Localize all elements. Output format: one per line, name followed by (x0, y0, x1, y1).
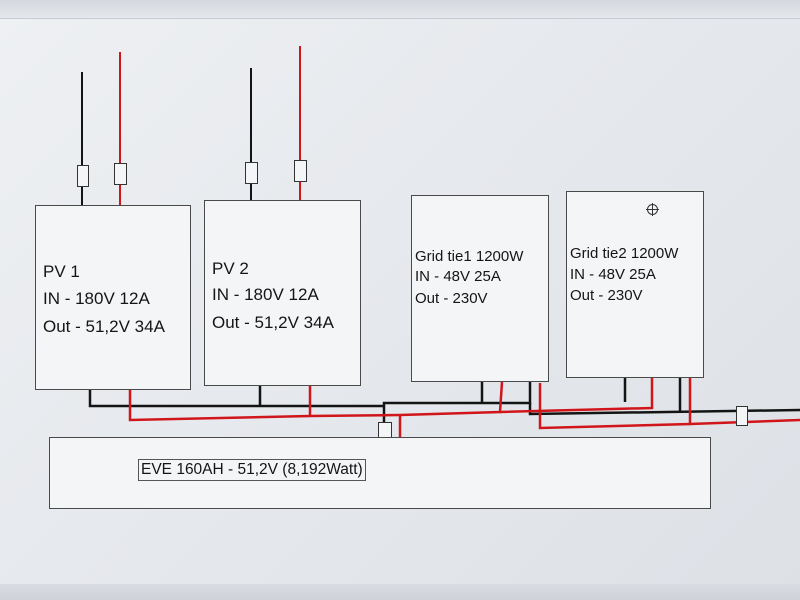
pv2-title: PV 2 (212, 259, 249, 278)
gridtie2-inverter-box[interactable]: Grid tie2 1200W IN - 48V 25A Out - 230V (566, 191, 704, 378)
gridtie2-input-spec: IN - 48V 25A (570, 266, 656, 283)
gridtie2-output-spec: Out - 230V (570, 287, 643, 304)
battery-label[interactable]: EVE 160AH - 51,2V (8,192Watt) (138, 459, 366, 481)
gridtie1-input-spec: IN - 48V 25A (415, 268, 501, 285)
gridtie2-negative-wire (528, 403, 800, 416)
pv2-controller-box[interactable]: PV 2 IN - 180V 12A Out - 51,2V 34A (204, 200, 361, 386)
pv1-positive-fuse (114, 163, 127, 185)
window-bottom-edge (0, 584, 800, 600)
pv2-positive-fuse (294, 160, 307, 182)
pv1-input-spec: IN - 180V 12A (43, 289, 150, 308)
gridtie1-title: Grid tie1 1200W (415, 248, 524, 265)
pv1-output-spec: Out - 51,2V 34A (43, 317, 165, 336)
battery-box[interactable]: EVE 160AH - 51,2V (8,192Watt) (49, 437, 711, 509)
window-top-bar (0, 0, 800, 19)
gridtie2-positive-out (538, 376, 692, 430)
positive-bus-wire (309, 381, 504, 418)
pv1-negative-fuse (77, 165, 89, 187)
pv1-positive-output-wire (128, 390, 311, 422)
pv2-negative-fuse (245, 162, 258, 184)
gridtie2-title: Grid tie2 1200W (570, 245, 679, 262)
output-fuse (736, 406, 748, 426)
gridtie1-positive-wire (499, 378, 654, 414)
negative-bus-wire (382, 382, 532, 406)
pv2-input-spec: IN - 180V 12A (212, 285, 319, 304)
gridtie1-inverter-box[interactable]: Grid tie1 1200W IN - 48V 25A Out - 230V (411, 195, 549, 382)
pv1-title: PV 1 (43, 262, 80, 281)
pv1-negative-output-wire (88, 388, 384, 408)
gridtie1-output-spec: Out - 230V (415, 290, 488, 307)
crosshair-icon (646, 203, 659, 216)
pv2-output-spec: Out - 51,2V 34A (212, 313, 334, 332)
pv1-controller-box[interactable]: PV 1 IN - 180V 12A Out - 51,2V 34A (35, 205, 191, 390)
